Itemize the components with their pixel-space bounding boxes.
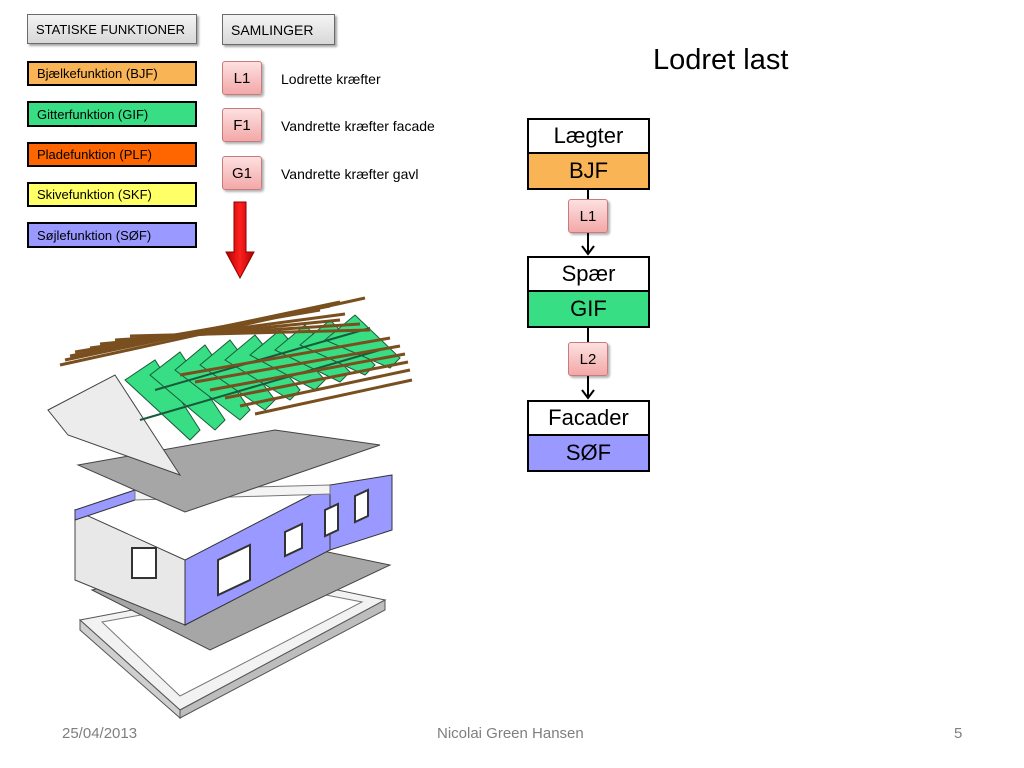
static-functions-header: STATISKE FUNKTIONER [27, 14, 197, 44]
flow-node-facader-function: SØF [527, 436, 650, 472]
joint-description-l1: Lodrette kræfter [281, 71, 381, 87]
joint-badge-l1: L1 [222, 61, 262, 95]
flow-connectors [581, 190, 595, 400]
footer-date: 25/04/2013 [62, 725, 138, 742]
joint-description-g1: Vandrette kræfter gavl [281, 166, 419, 182]
legend-item-plf: Pladefunktion (PLF) [27, 142, 197, 167]
footer-page-number: 5 [954, 725, 963, 742]
legend-item-skf: Skivefunktion (SKF) [27, 182, 197, 207]
exploded-house-illustration [47, 296, 413, 720]
flow-node-spaer: Spær [527, 256, 650, 292]
roof-battens [59, 296, 413, 416]
joint-badge-g1: G1 [222, 156, 262, 190]
flow-joint-l2: L2 [568, 342, 608, 376]
gable [47, 374, 182, 476]
joints-header: SAMLINGER [222, 14, 335, 45]
legend-item-gif: Gitterfunktion (GIF) [27, 101, 197, 127]
load-arrow-icon [225, 201, 255, 280]
page-title: Lodret last [653, 44, 789, 76]
flow-node-facader: Facader [527, 400, 650, 436]
joint-description-f1: Vandrette kræfter facade [281, 118, 435, 134]
legend-item-bjf: Bjælkefunktion (BJF) [27, 61, 197, 86]
footer-author: Nicolai Green Hansen [437, 725, 584, 742]
flow-joint-l1: L1 [568, 199, 608, 233]
flow-node-spaer-function: GIF [527, 292, 650, 328]
flow-node-laegter: Lægter [527, 118, 650, 154]
legend-item-sof: Søjlefunktion (SØF) [27, 222, 197, 248]
flow-node-laegter-function: BJF [527, 154, 650, 190]
ceiling-plate [76, 429, 381, 513]
joint-badge-f1: F1 [222, 108, 262, 142]
